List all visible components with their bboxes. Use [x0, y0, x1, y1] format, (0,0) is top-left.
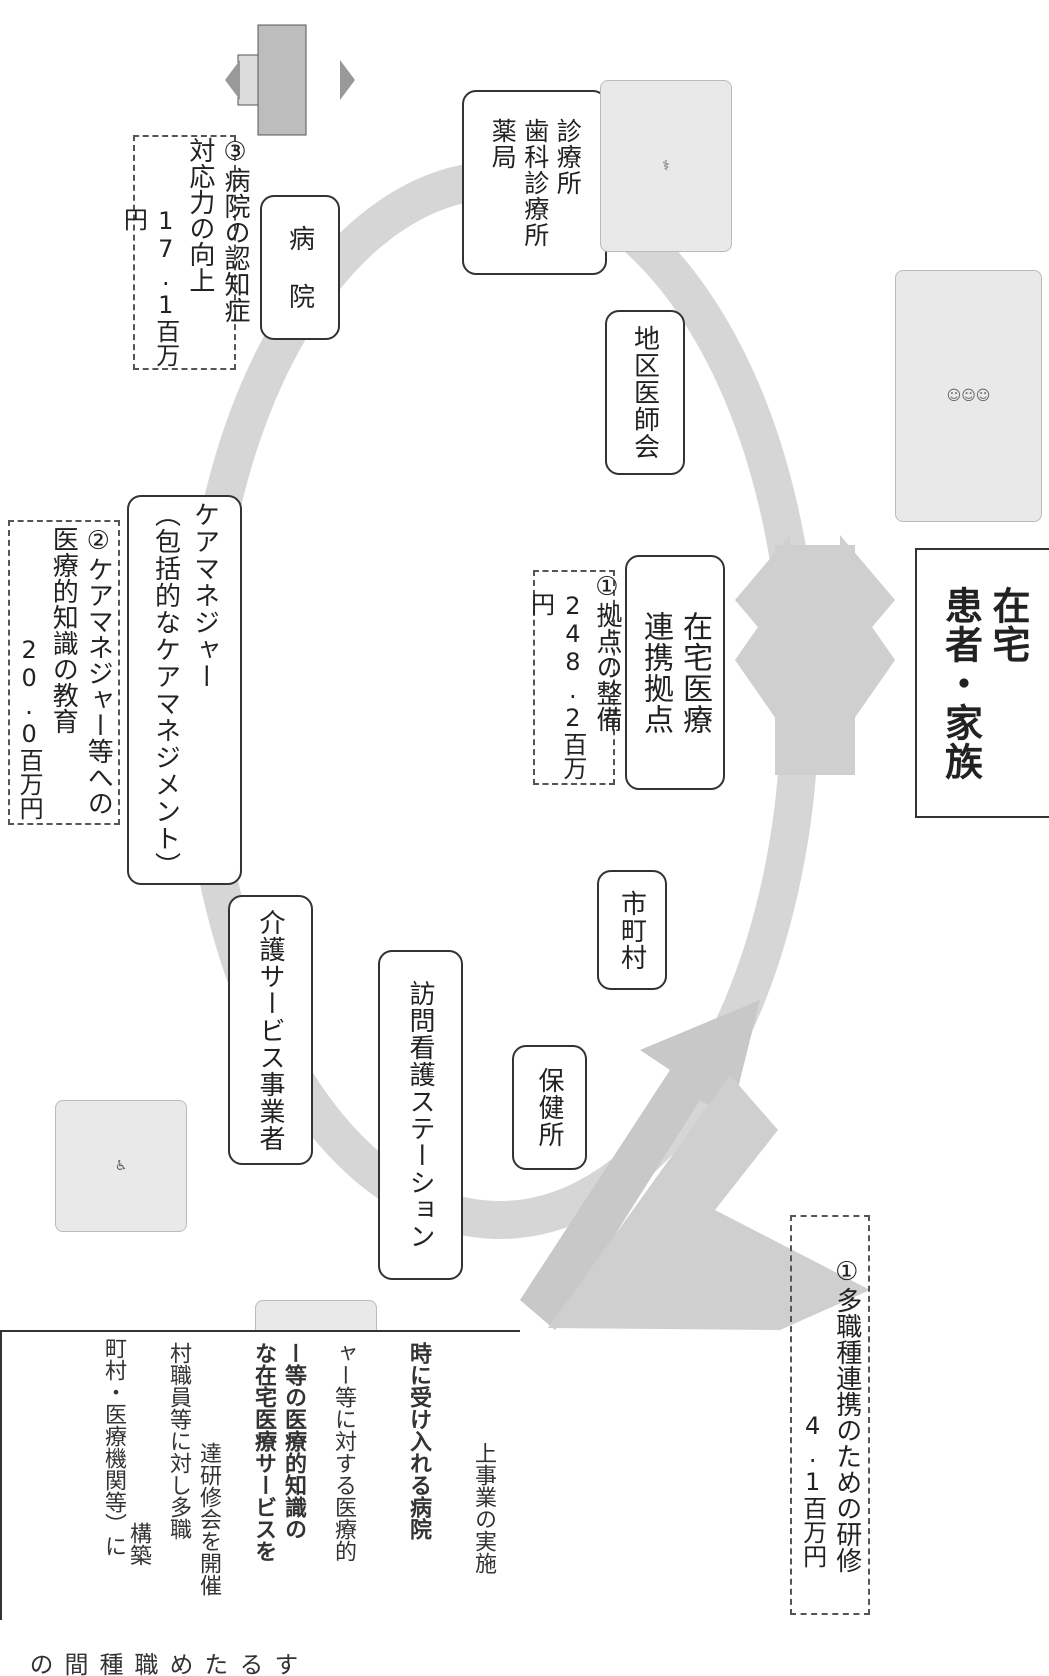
clinic-label: 診療所 — [553, 117, 583, 196]
municipality-box: 市町村 — [597, 870, 667, 990]
panel-line-9: 時に受け入れる病院 — [406, 1342, 431, 1540]
family-illustration: ☺☺☺ — [895, 270, 1042, 522]
dental-clinic-label: 歯科診療所 — [520, 117, 550, 248]
home-label: 在宅 — [986, 585, 1030, 664]
visiting-nursing-label: 訪問看護ステーション — [405, 980, 435, 1250]
care-manager-education-title: ②ケアマネジャー等への — [83, 525, 114, 816]
hospital-dementia-title-2: 対応力の向上 — [184, 137, 215, 293]
training-arrow-body — [548, 1075, 870, 1330]
multi-training-initiative: ①多職種連携のための研修 4.1百万円 — [790, 1215, 870, 1615]
care-manager-education-title-2: 医療的知識の教育 — [48, 525, 79, 734]
pharmacy-label: 薬局 — [488, 117, 518, 170]
care-manager-label: ケアマネジャー — [189, 501, 220, 690]
home-care-base-box: 在宅医療 連携拠点 — [625, 555, 725, 790]
visiting-nursing-box: 訪問看護ステーション — [378, 950, 463, 1280]
panel-line-10: 上事業の実施 — [471, 1442, 496, 1574]
family-icon: ☺☺☺ — [946, 388, 991, 404]
care-service-box: 介護サービス事業者 — [228, 895, 313, 1165]
doctor-illustration: ⚕ — [600, 80, 732, 252]
care-manager-education-initiative: ②ケアマネジャー等への 医療的知識の教育 20.0百万円 — [8, 520, 120, 825]
clinic-box: 診療所 歯科診療所 薬局 — [462, 90, 607, 275]
panel-line-7: ー等の医療的知識の — [281, 1342, 306, 1540]
base-setup-budget: 248.2百万円 — [526, 592, 587, 780]
care-manager-sub-label: （包括的なケアマネジメント） — [150, 501, 181, 879]
hospital-dementia-title: ③病院の認知症 — [219, 137, 250, 323]
health-center-label: 保健所 — [534, 1067, 564, 1148]
summary-panel: するため職種間の 町村・医療機関等）に 構築 村職員等に対し多職 達研修会を開催… — [0, 1330, 520, 1676]
training-arrow — [520, 1000, 760, 1330]
municipality-label: 市町村 — [616, 889, 647, 971]
doctor-icon: ⚕ — [662, 158, 670, 174]
multi-training-budget: 4.1百万円 — [798, 1412, 827, 1568]
panel-line-8: ャー等に対する医療的 — [331, 1342, 356, 1562]
hospital-box: 病 院 — [260, 195, 340, 340]
caregiver-icon: ♿ — [114, 1158, 128, 1174]
panel-line-6: な在宅医療サービスを — [251, 1342, 276, 1562]
caregiver-illustration: ♿ — [55, 1100, 187, 1232]
panel-line-5: 達研修会を開催 — [196, 1442, 221, 1596]
panel-line-1: するため職種間の — [25, 1652, 298, 1676]
multi-training-title: ①多職種連携のための研修 — [831, 1257, 862, 1573]
panel-line-4: 村職員等に対し多職 — [166, 1342, 191, 1540]
hospital-building-icon — [225, 24, 355, 136]
panel-line-3: 構築 — [126, 1522, 151, 1566]
health-center-box: 保健所 — [512, 1045, 587, 1170]
double-arrow-head-bottom — [735, 660, 895, 775]
care-manager-box: ケアマネジャー （包括的なケアマネジメント） — [127, 495, 242, 885]
district-medical-label: 地区医師会 — [629, 325, 660, 460]
care-manager-education-budget: 20.0百万円 — [15, 635, 44, 820]
base-setup-initiative: ①拠点の整備 248.2百万円 — [526, 570, 622, 785]
base-setup-title: ①拠点の整備 — [591, 572, 622, 732]
hospital-label: 病 院 — [284, 225, 315, 310]
district-medical-box: 地区医師会 — [605, 310, 685, 475]
care-service-label: 介護サービス事業者 — [255, 908, 285, 1152]
home-care-label: 在宅医療 — [677, 610, 712, 735]
patient-home-box: 在宅 患者・家族 — [915, 548, 1049, 818]
double-arrow-head-top — [735, 545, 895, 660]
hospital-dementia-initiative: ③病院の認知症 対応力の向上 17.1百万円 — [119, 135, 250, 370]
coordination-base-label: 連携拠点 — [638, 610, 673, 735]
hospital-dementia-budget: 17.1百万円 — [119, 207, 180, 367]
patient-family-label: 患者・家族 — [938, 585, 983, 781]
panel-line-2: 町村・医療機関等）に — [101, 1337, 126, 1557]
